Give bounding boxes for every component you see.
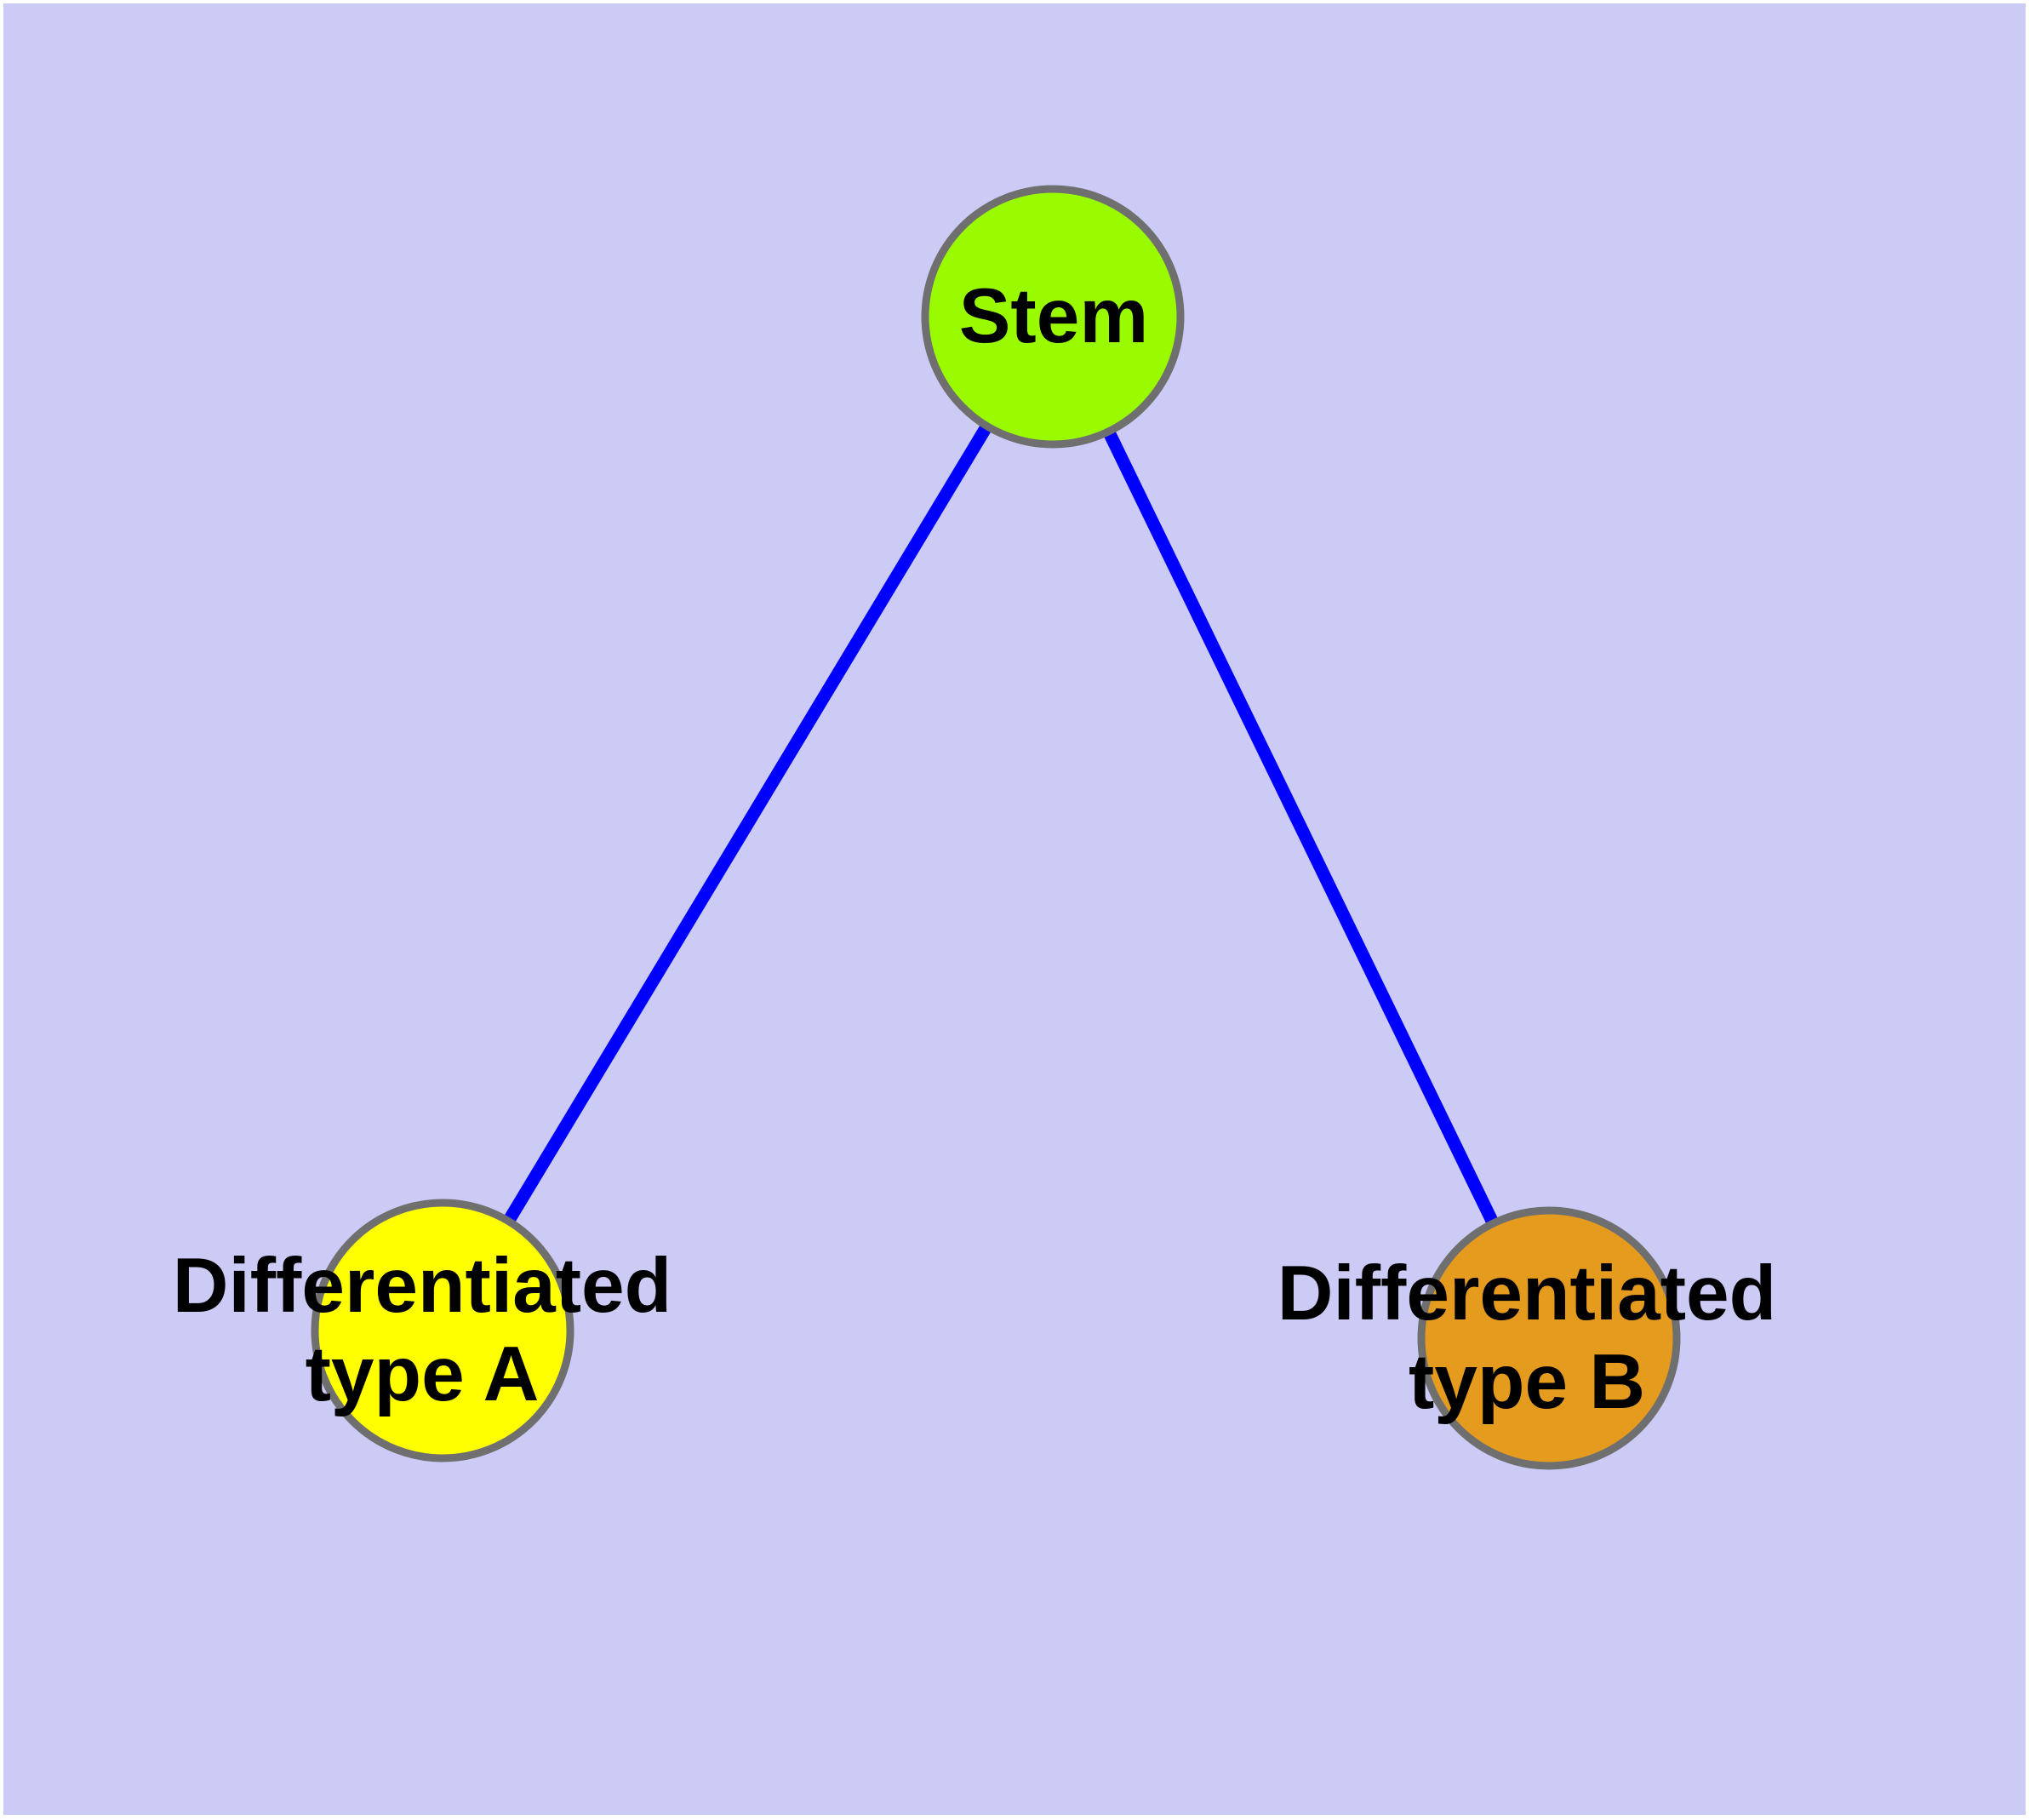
node-stem-circle [921, 185, 1185, 449]
node-type-b-label: Differentiated type B [1277, 1250, 1777, 1427]
node-stem-label: Stem [958, 273, 1149, 359]
node-type-b-circle [1417, 1206, 1681, 1470]
node-type-b-label-line1: Differentiated [1277, 1251, 1777, 1336]
edge-stem-to-type-a [437, 313, 1059, 1334]
node-type-a-label-line1: Differentiated [172, 1243, 672, 1329]
node-type-a-circle [311, 1199, 574, 1462]
node-type-b-label-line2: type B [1408, 1339, 1646, 1425]
node-type-a-label-line2: type A [305, 1331, 540, 1417]
node-type-a-label: Differentiated type A [173, 1242, 672, 1419]
edge-stem-to-type-b [1047, 313, 1555, 1342]
